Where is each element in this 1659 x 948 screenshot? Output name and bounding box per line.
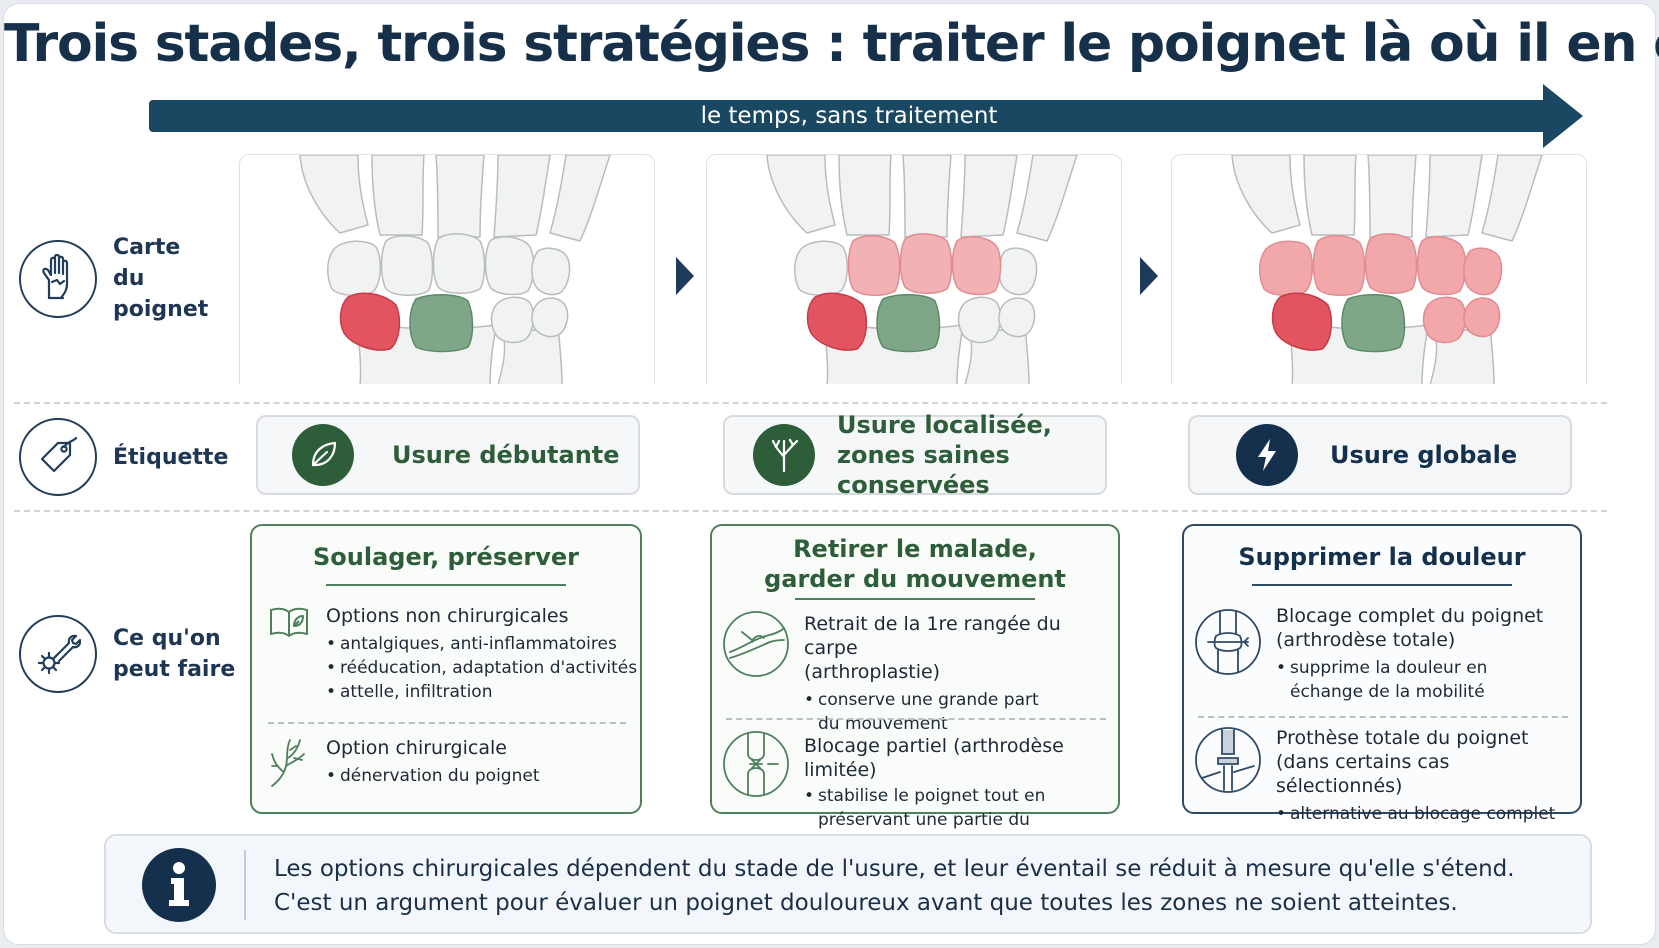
stage-tag-3: Usure globale [1188,415,1572,495]
stage-tag-2-text: Usure localisée, zones saines conservées [837,411,1052,499]
row-label-map: Carte du poignet [19,232,239,325]
fusion-icon [1194,608,1262,680]
section-limited-arthrodesis: Blocage partiel (arthrodèse limitée) sta… [804,734,1118,856]
tree-icon [753,424,815,486]
section-heading: Blocage partiel (arthrodèse limitée) [804,735,1064,781]
lightning-icon [1236,424,1298,486]
leaf-icon [292,424,354,486]
strategy-card-1-title: Soulager, préserver [313,543,579,571]
wrist-map-stage-3 [1171,154,1587,384]
stage-tag-1-text: Usure débutante [392,441,620,469]
page-title: Trois stades, trois stratégies : traiter… [4,14,1659,74]
wrist-map-stage-1 [239,154,655,384]
list-item: dénervation du poignet [326,764,540,788]
section-heading: Options non chirurgicales [326,605,569,627]
timeline-label: le temps, sans traitement [700,103,998,129]
stage-tag-1: Usure débutante [256,415,640,495]
joint-icon [722,730,790,802]
row-label-tag-text: Étiquette [113,444,229,470]
list-item: conserve une grande part du mouvement [804,688,1118,736]
timeline-arrowhead [1543,84,1583,148]
row-label-actions: Ce qu'on peut faire [19,615,239,693]
stage-arrow-1 [676,257,694,295]
timeline-bar [149,100,1549,132]
book-icon [268,604,310,644]
list-item: antalgiques, anti-inflammatoires [326,632,637,656]
row-divider [14,510,1607,512]
row-label-map-text: Carte du poignet [113,235,209,322]
note-line-2: C'est un argument pour évaluer un poigne… [274,890,1458,916]
price-tag-icon [19,418,97,496]
note-line-1: Les options chirurgicales dépendent du s… [274,856,1515,882]
title-underline [795,598,1035,600]
strategy-card-3-title: Supprimer la douleur [1238,543,1526,571]
section-heading: Retrait de la 1re rangée du carpe (arthr… [804,613,1061,683]
strategy-card-3: Supprimer la douleur Blocage complet du … [1182,524,1582,826]
section-arthroplasty: Retrait de la 1re rangée du carpe (arthr… [804,612,1118,736]
list-item: alternative au blocage complet [1276,802,1580,826]
strategy-card-2: Retirer le malade, garder du mouvement R… [710,524,1120,854]
stage-tag-3-text: Usure globale [1330,441,1518,469]
prosthesis-icon [1194,726,1262,798]
title-underline [1252,584,1512,586]
section-heading: Option chirurgicale [326,737,507,759]
hand-nerve-icon [268,736,310,792]
section-divider [268,722,626,724]
stage-tag-2: Usure localisée, zones saines conservées [723,411,1107,499]
section-divider [726,718,1106,720]
carpectomy-icon [722,610,790,682]
section-divider [1198,716,1568,718]
strategy-card-1: Soulager, préserver Options non chirurgi… [250,524,642,814]
section-prosthesis: Prothèse totale du poignet (dans certain… [1276,726,1580,826]
row-label-tag: Étiquette [19,418,239,496]
hand-icon [19,239,97,318]
note-text: Les options chirurgicales dépendent du s… [274,852,1515,920]
section-heading: Prothèse totale du poignet (dans certain… [1276,727,1529,797]
row-divider [14,402,1607,404]
list-item: rééducation, adaptation d'activités [326,656,637,680]
stage-arrow-2 [1140,257,1158,295]
section-surgical: Option chirurgicale dénervation du poign… [326,736,540,788]
info-icon [142,848,216,922]
wrist-map-stage-2 [706,154,1122,384]
note-divider [244,850,246,920]
wrench-gear-icon [19,615,97,693]
list-item: attelle, infiltration [326,680,637,704]
strategy-card-2-title: Retirer le malade, garder du mouvement [764,535,1066,593]
infographic: Trois stades, trois stratégies : traiter… [3,3,1659,945]
title-underline [326,584,566,586]
row-label-actions-text: Ce qu'on peut faire [113,626,236,682]
section-non-surgical: Options non chirurgicales antalgiques, a… [326,604,637,704]
section-total-arthrodesis: Blocage complet du poignet (arthrodèse t… [1276,604,1543,704]
section-heading: Blocage complet du poignet (arthrodèse t… [1276,605,1544,651]
info-note: Les options chirurgicales dépendent du s… [104,834,1592,934]
list-item: supprime la douleur en échange de la mob… [1276,656,1543,704]
timeline-arrow: le temps, sans traitement [149,84,1609,148]
